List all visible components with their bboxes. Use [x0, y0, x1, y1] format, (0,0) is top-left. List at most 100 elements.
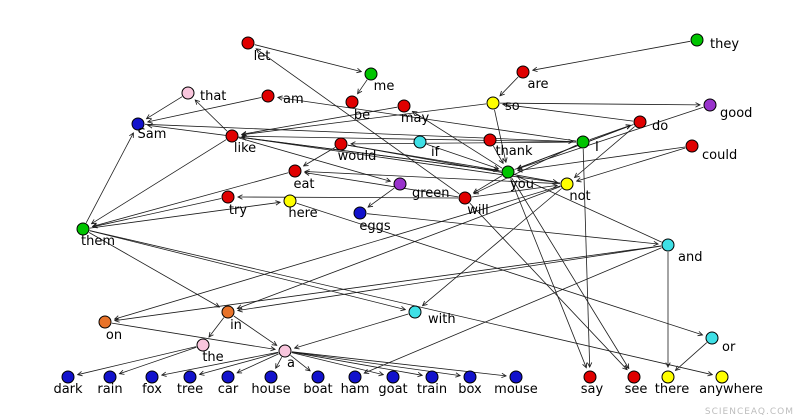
edge-will-eat: [305, 173, 459, 198]
node-may: [397, 99, 411, 113]
node-label-see: see: [625, 382, 648, 397]
node-I: [576, 135, 590, 149]
node-tree: [183, 370, 197, 384]
node-they: [690, 33, 704, 47]
edge-may-like: [242, 106, 398, 134]
edge-am-Sam: [148, 97, 262, 122]
node-label-thank: thank: [495, 144, 533, 159]
edge-you-do: [514, 126, 631, 170]
edge-like-that: [195, 100, 228, 132]
edge-a-fox: [162, 351, 279, 375]
node-eat: [288, 164, 302, 178]
edge-you-see: [511, 177, 629, 369]
node-goat: [386, 370, 400, 384]
edge-not-in: [237, 186, 561, 309]
edge-eat-them: [93, 172, 289, 227]
node-label-ham: ham: [341, 382, 370, 397]
edge-in-the: [209, 317, 225, 337]
node-label-train: train: [417, 382, 447, 397]
node-label-car: car: [218, 382, 239, 397]
node-thank: [483, 133, 497, 147]
node-label-be: be: [354, 108, 370, 123]
edge-the-dark: [78, 346, 197, 375]
node-label-green: green: [412, 186, 450, 201]
edge-Sam-I: [144, 123, 573, 141]
node-boat: [311, 370, 325, 384]
node-there: [661, 370, 675, 384]
edge-that-Sam: [147, 96, 183, 119]
node-good: [703, 98, 717, 112]
node-label-on: on: [106, 328, 122, 343]
node-label-could: could: [702, 148, 737, 163]
edge-I-like: [242, 136, 577, 143]
edge-are-so: [500, 76, 519, 96]
node-label-them: them: [81, 234, 115, 249]
node-you: [501, 165, 515, 179]
edge-me-be: [358, 79, 368, 94]
node-label-try: try: [229, 203, 247, 218]
node-ham: [348, 370, 362, 384]
node-in: [221, 305, 235, 319]
edge-them-anywhere: [89, 230, 713, 375]
edge-not-with: [423, 188, 562, 306]
node-train: [425, 370, 439, 384]
node-label-mouse: mouse: [494, 382, 538, 397]
edge-do-not: [575, 126, 635, 178]
node-be: [345, 95, 359, 109]
node-label-eat: eat: [293, 177, 314, 192]
node-box: [463, 370, 477, 384]
node-see: [627, 370, 641, 384]
edge-and-in: [238, 245, 662, 310]
node-with: [408, 305, 422, 319]
node-label-dark: dark: [53, 382, 83, 397]
node-say: [583, 370, 597, 384]
node-label-they: they: [710, 37, 739, 52]
node-me: [364, 67, 378, 81]
edge-so-good: [499, 103, 700, 105]
node-label-anywhere: anywhere: [699, 382, 763, 397]
edge-so-you: [494, 109, 506, 162]
node-eggs: [353, 206, 367, 220]
node-label-here: here: [288, 206, 317, 221]
node-here: [283, 194, 297, 208]
edge-good-you: [518, 106, 704, 169]
node-so: [486, 96, 500, 110]
edge-let-me: [254, 44, 361, 72]
edge-will-not: [471, 185, 557, 198]
node-label-house: house: [251, 382, 290, 397]
edge-I-say: [582, 148, 590, 367]
edge-a-train: [291, 351, 422, 375]
node-label-goat: goat: [378, 382, 407, 397]
edge-eggs-and: [366, 213, 658, 244]
edge-and-ham: [364, 247, 662, 373]
edge-them-with: [89, 230, 406, 310]
node-label-with: with: [428, 312, 456, 327]
node-label-boat: boat: [303, 382, 332, 397]
edge-if-you: [426, 143, 499, 169]
edge-a-goat: [291, 352, 384, 375]
edge-a-house: [276, 357, 283, 368]
node-Sam: [131, 117, 145, 131]
edge-try-them: [93, 198, 222, 227]
node-am: [261, 89, 275, 103]
edge-on-a: [111, 322, 275, 349]
node-will: [458, 191, 472, 205]
node-label-in: in: [230, 318, 242, 333]
node-label-I: I: [595, 140, 599, 155]
edge-I-am: [278, 97, 577, 142]
node-label-let: let: [254, 49, 271, 64]
edge-thank-you: [493, 145, 503, 163]
node-if: [413, 135, 427, 149]
watermark: SCIENCEAQ.COM: [704, 407, 794, 417]
node-label-fox: fox: [142, 382, 162, 397]
node-or: [705, 331, 719, 345]
edge-like-them: [92, 139, 227, 224]
node-and: [661, 238, 675, 252]
edge-will-try: [238, 197, 459, 198]
node-label-that: that: [200, 89, 226, 104]
node-label-me: me: [374, 79, 395, 94]
edge-not-eat: [305, 172, 561, 185]
node-them: [76, 222, 90, 236]
edge-so-like: [242, 103, 487, 135]
